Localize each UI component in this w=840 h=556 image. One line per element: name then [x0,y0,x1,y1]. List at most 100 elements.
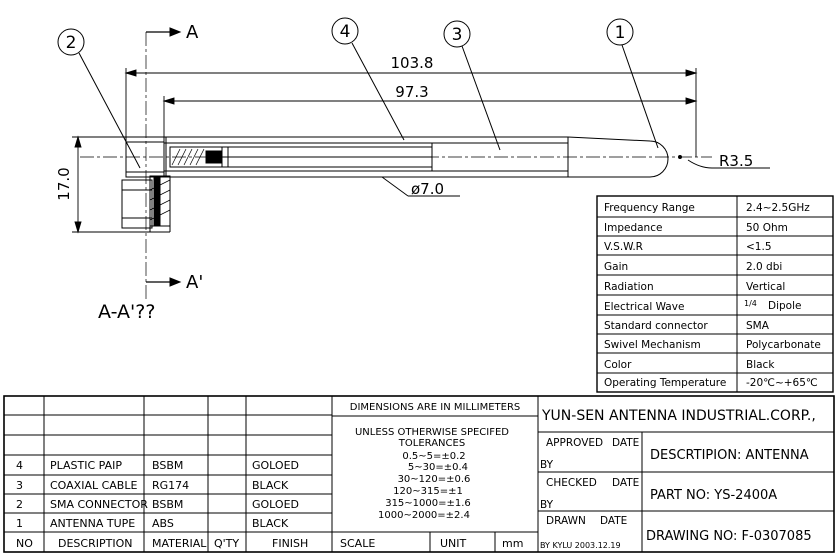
approved-label: APPROVED [546,437,603,449]
date-label: DATE [612,437,639,449]
bom-cell: BSBM [152,459,183,472]
tolerance-item: 315~1000=±1.6 [385,498,471,509]
spec-value: <1.5 [746,241,772,253]
tolerance-item: 5~30=±0.4 [408,462,468,473]
scale-unit-row: SCALE UNIT mm [340,537,523,550]
bom-header-qty: Q'TY [214,537,239,550]
title-details: DESCRTIPION: ANTENNA PART NO: YS-2400A D… [646,448,812,544]
bom-cell: BLACK [252,479,289,492]
spec-label: Gain [604,261,628,273]
spec-label: Frequency Range [604,202,695,214]
spec-value: SMA [746,320,770,332]
company-name: YUN-SEN ANTENNA INDUSTRIAL.CORP., [541,408,816,424]
tolerance-block: DIMENSIONS ARE IN MILLIMETERS UNLESS OTH… [350,402,520,521]
drawing-no-field: DRAWING NO: F-0307085 [646,529,812,544]
balloon-4 [331,17,359,45]
tolerance-line: TOLERANCES [398,438,465,449]
section-caption: A-A'?? [98,301,155,323]
sma-nut [121,179,153,229]
connector-body [125,136,165,178]
dimensions [72,68,770,234]
section-label-top: A [186,22,199,43]
unit-value: mm [502,537,523,550]
spec-value: Dipole [768,300,801,312]
tolerance-item: 30~120=±0.6 [398,474,471,485]
spec-label: Color [604,359,632,371]
spec-label: Impedance [604,222,662,234]
spec-value: 2.4~2.5GHz [746,202,810,214]
date-label: DATE [612,477,639,489]
dim-overall-length: 103.8 [391,54,434,72]
bom-cell: 3 [16,479,23,492]
bom-header-finish: FINISH [272,537,308,550]
dim-height: 17.0 [55,167,73,200]
spec-value: Black [746,359,775,371]
dim-inner-length: 97.3 [395,83,428,101]
spec-value: 50 Ohm [746,222,788,234]
dim-diameter: ø7.0 [411,180,444,198]
balloon-1 [606,18,634,46]
checked-label: CHECKED [546,477,597,489]
bom-header: NO DESCRIPTION MATERIAL Q'TY FINISH [16,537,308,550]
description-field: DESCRTIPION: ANTENNA [650,448,809,463]
bom-cell: COAXIAL CABLE [50,479,137,492]
bom-rows: 4 PLASTIC PAIP BSBM GOLOED 3 COAXIAL CAB… [16,459,299,530]
spec-label: Operating Temperature [604,377,726,389]
bom-cell: BSBM [152,498,183,511]
bom-cell: 4 [16,459,23,472]
bom-header-description: DESCRIPTION [58,537,132,550]
spec-value-fraction: 1/4 [744,299,757,308]
antenna-tube [164,136,669,178]
by-label: BY [540,459,554,471]
bom-cell: RG174 [152,479,189,492]
antenna-view [80,27,712,300]
tolerance-item: 0.5~5=±0.2 [402,451,465,462]
balloon-4-label: 4 [340,22,351,42]
spec-label: Swivel Mechanism [604,339,701,351]
tolerance-line: UNLESS OTHERWISE SPECIFED [355,427,509,438]
part-no-field: PART NO: YS-2400A [650,488,777,503]
balloon-1-label: 1 [615,23,626,43]
balloon-3 [443,20,471,48]
balloon-3-label: 3 [452,25,463,45]
spec-value: 2.0 dbi [746,261,782,273]
by-label: BY [540,499,554,511]
bom-header-material: MATERIAL [152,537,207,550]
section-label-bottom: A' [186,272,203,293]
drawn-label: DRAWN [546,515,586,527]
bom-header-no: NO [16,537,33,550]
tolerance-title: DIMENSIONS ARE IN MILLIMETERS [350,402,520,413]
spec-value: Vertical [746,281,785,293]
bom-cell: ANTENNA TUPE [50,517,135,530]
bom-cell: ABS [152,517,174,530]
unit-label: UNIT [440,537,467,550]
approval-block: APPROVED DATE BY CHECKED DATE BY DRAWN D… [540,437,639,550]
balloon-2-label: 2 [66,33,77,53]
title-block-grid [3,395,835,553]
dim-tip-radius: R3.5 [719,152,753,170]
spec-label: Radiation [604,281,654,293]
spec-value: -20℃~+65℃ [746,377,818,389]
balloons [57,17,659,169]
bom-cell: PLASTIC PAIP [50,459,122,472]
bom-cell: BLACK [252,517,289,530]
spec-label: Electrical Wave [604,301,684,313]
scale-label: SCALE [340,537,375,550]
bom-cell: GOLOED [252,498,299,511]
tolerance-item: 120~315=±1 [393,486,463,497]
spec-table: Frequency Range 2.4~2.5GHz Impedance 50 … [596,195,834,393]
spec-label: V.S.W.R [604,241,643,253]
spec-label: Standard connector [604,320,708,332]
drawn-by: BY KYLU 2003.12.19 [540,541,621,550]
bom-cell: GOLOED [252,459,299,472]
date-label: DATE [600,515,627,527]
bom-cell: 1 [16,517,23,530]
tolerance-item: 1000~2000=±2.4 [378,510,470,521]
balloon-2 [57,28,85,56]
balloon-labels: 2 4 3 1 [66,22,626,53]
spec-value: Polycarbonate [746,339,821,351]
bom-cell: 2 [16,498,23,511]
bom-cell: SMA CONNECTOR [50,498,148,511]
